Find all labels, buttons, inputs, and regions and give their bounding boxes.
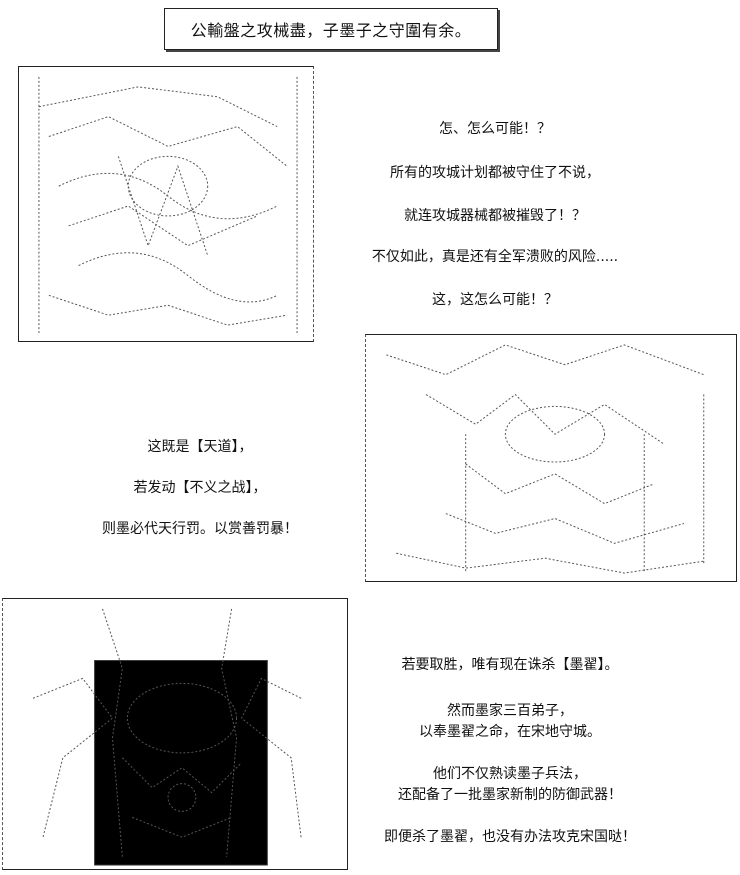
panel-ascii-art-1 bbox=[18, 66, 314, 342]
dialogue-line: 这，这怎么可能！？ bbox=[432, 292, 558, 308]
dialogue-line: 则墨必代天行罚。以赏善罚暴！ bbox=[102, 521, 298, 537]
dialogue-line: 还配备了一批墨家新制的防御武器！ bbox=[398, 787, 622, 803]
ascii-art-figure-2 bbox=[386, 344, 705, 574]
dialogue-line: 以奉墨翟之命，在宋地守城。 bbox=[419, 724, 601, 740]
panel-ascii-art-2 bbox=[365, 334, 737, 582]
dialogue-line: 所有的攻城计划都被守住了不说， bbox=[390, 165, 600, 181]
dialogue-line: 若要取胜，唯有现在诛杀【墨翟】。 bbox=[401, 657, 619, 673]
dialogue-line: 即便杀了墨翟，也没有办法攻克宋国哒！ bbox=[384, 829, 636, 845]
dialogue-line: 这既是【天道】， bbox=[147, 439, 253, 455]
dialogue-line: 若发动【不义之战】， bbox=[133, 480, 267, 496]
dialogue-line: 就连攻城器械都被摧毁了！？ bbox=[404, 208, 586, 224]
dialogue-line: 然而墨家三百弟子， bbox=[447, 703, 573, 719]
chapter-title-box: 公輸盤之攻械盡，子墨子之守圍有余。 bbox=[164, 8, 498, 50]
dialogue-line: 不仅如此，真是还有全军溃败的风险..... bbox=[371, 249, 619, 265]
dialogue-line: 怎、怎么可能！？ bbox=[439, 121, 551, 137]
ascii-art-figure-1 bbox=[38, 76, 298, 336]
dialogue-line: 他们不仅熟读墨子兵法， bbox=[433, 766, 587, 782]
panel-ascii-art-3 bbox=[2, 598, 348, 870]
chapter-title: 公輸盤之攻械盡，子墨子之守圍有余。 bbox=[190, 21, 472, 40]
ascii-art-figure-3 bbox=[32, 608, 302, 866]
